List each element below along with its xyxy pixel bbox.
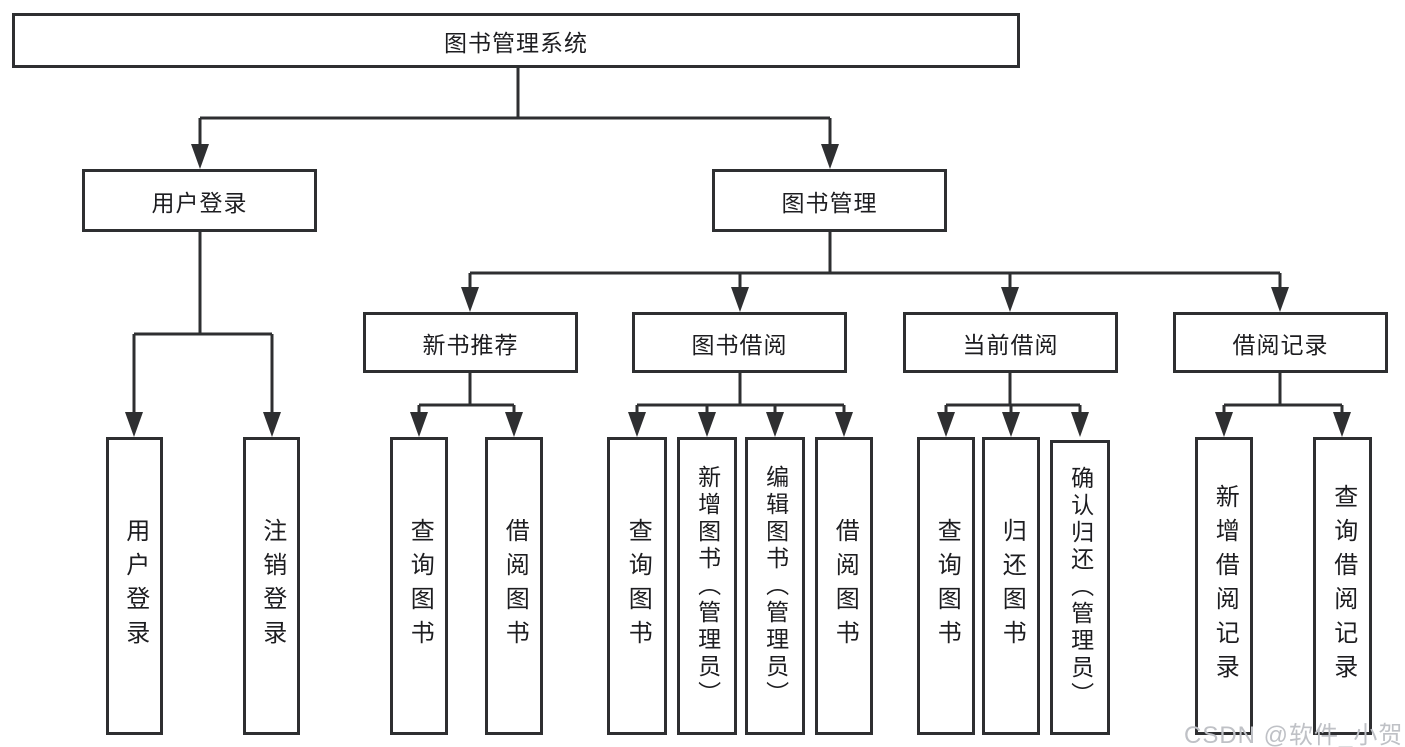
node-label: 编辑图书（管理员）	[762, 464, 789, 708]
leaf-borrow-books: 借阅图书	[815, 437, 873, 735]
node-label: 查询图书	[933, 518, 961, 654]
leaf-borrow-books-recommend: 借阅图书	[485, 437, 543, 735]
leaf-edit-book-admin: 编辑图书（管理员）	[745, 437, 805, 735]
node-label: 注销登录	[258, 518, 286, 654]
node-label: 借阅记录	[1232, 331, 1329, 358]
node-label: 借阅图书	[831, 518, 859, 654]
node-label: 用户登录	[151, 189, 248, 216]
node-label: 图书借阅	[691, 331, 788, 358]
node-borrowing-records: 借阅记录	[1173, 312, 1388, 373]
node-new-book-recommend: 新书推荐	[363, 312, 578, 373]
node-label: 查询图书	[624, 518, 652, 654]
node-user-login-module: 用户登录	[82, 169, 317, 232]
leaf-query-books-current: 查询图书	[917, 437, 975, 735]
node-label: 查询图书	[406, 518, 434, 654]
node-book-borrowing: 图书借阅	[632, 312, 847, 373]
node-label: 用户登录	[121, 518, 149, 654]
leaf-add-book-admin: 新增图书（管理员）	[677, 437, 737, 735]
leaf-add-borrow-record: 新增借阅记录	[1195, 437, 1253, 735]
leaf-confirm-return-admin: 确认归还（管理员）	[1050, 440, 1110, 735]
leaf-query-borrow-record: 查询借阅记录	[1313, 437, 1372, 735]
node-label: 图书管理	[781, 189, 878, 216]
leaf-query-books-recommend: 查询图书	[390, 437, 448, 735]
node-book-management: 图书管理	[712, 169, 947, 232]
leaf-return-book: 归还图书	[982, 437, 1040, 735]
node-label: 新增借阅记录	[1211, 484, 1239, 688]
leaf-user-login: 用户登录	[106, 437, 163, 735]
node-library-system: 图书管理系统	[12, 13, 1020, 68]
node-current-borrowing: 当前借阅	[903, 312, 1118, 373]
node-label: 归还图书	[998, 518, 1026, 654]
node-label: 图书管理系统	[444, 29, 588, 56]
node-label: 确认归还（管理员）	[1067, 466, 1094, 709]
leaf-logout: 注销登录	[243, 437, 300, 735]
node-label: 当前借阅	[962, 331, 1059, 358]
node-label: 新书推荐	[422, 331, 519, 358]
leaf-query-books-borrow: 查询图书	[607, 437, 667, 735]
node-label: 查询借阅记录	[1329, 484, 1357, 688]
node-label: 新增图书（管理员）	[694, 464, 721, 708]
node-label: 借阅图书	[501, 518, 529, 654]
csdn-watermark: CSDN @软件_小贺同学	[1184, 722, 1405, 747]
